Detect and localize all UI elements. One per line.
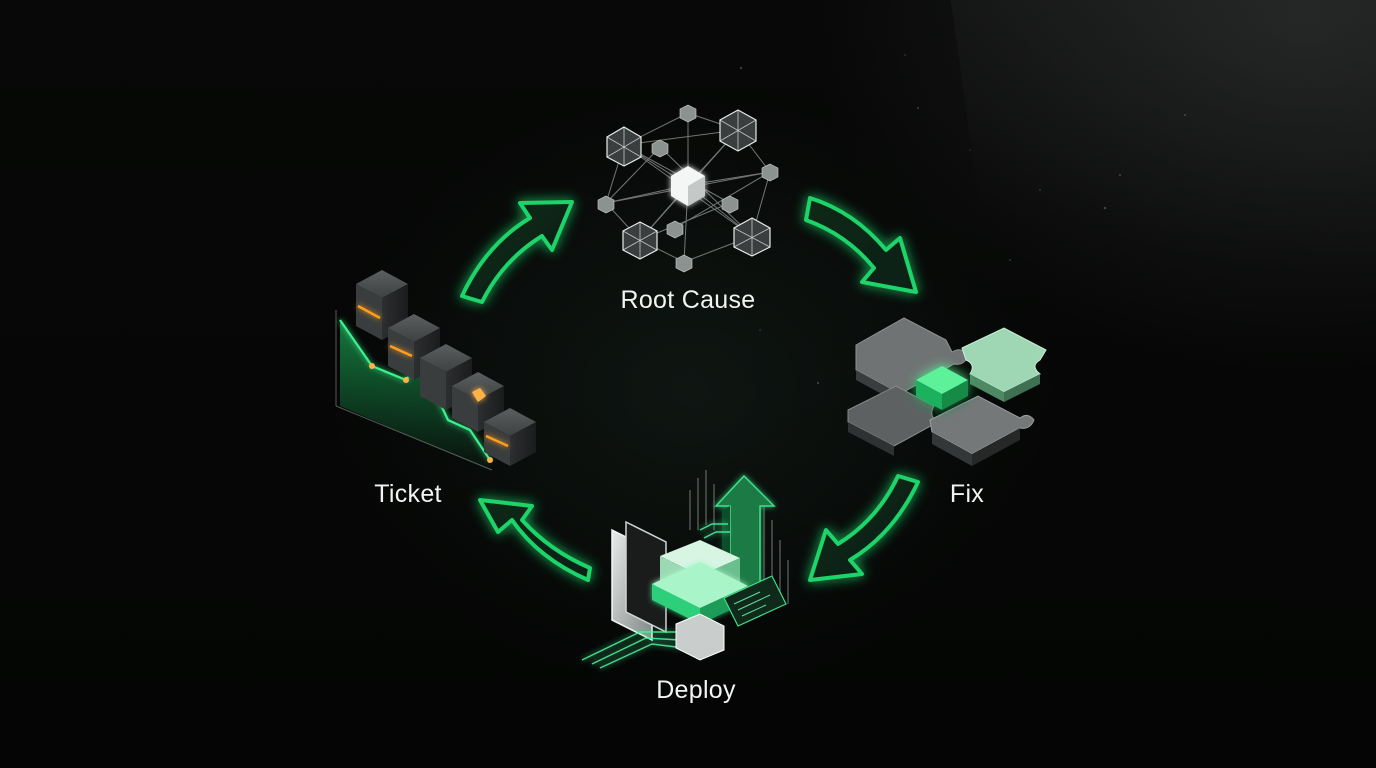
node-label-root-cause: Root Cause <box>620 286 756 314</box>
arrow-ticket-to-root-icon <box>460 200 574 304</box>
network-graph-icon <box>597 104 779 273</box>
bar-chart-icon <box>335 270 536 471</box>
stair-cubes <box>356 270 536 466</box>
server-deploy-icon <box>581 470 789 669</box>
puzzle-icon <box>847 317 1047 466</box>
arrow-fix-to-deploy-icon <box>808 474 920 582</box>
node-label-fix: Fix <box>949 480 985 508</box>
arrow-deploy-to-ticket-icon <box>478 498 592 582</box>
node-label-deploy: Deploy <box>656 676 736 704</box>
dust-particles <box>739 54 1186 385</box>
arrow-root-to-fix-icon <box>804 196 918 294</box>
cycle-arrows <box>460 196 920 582</box>
node-label-ticket: Ticket <box>374 480 442 508</box>
